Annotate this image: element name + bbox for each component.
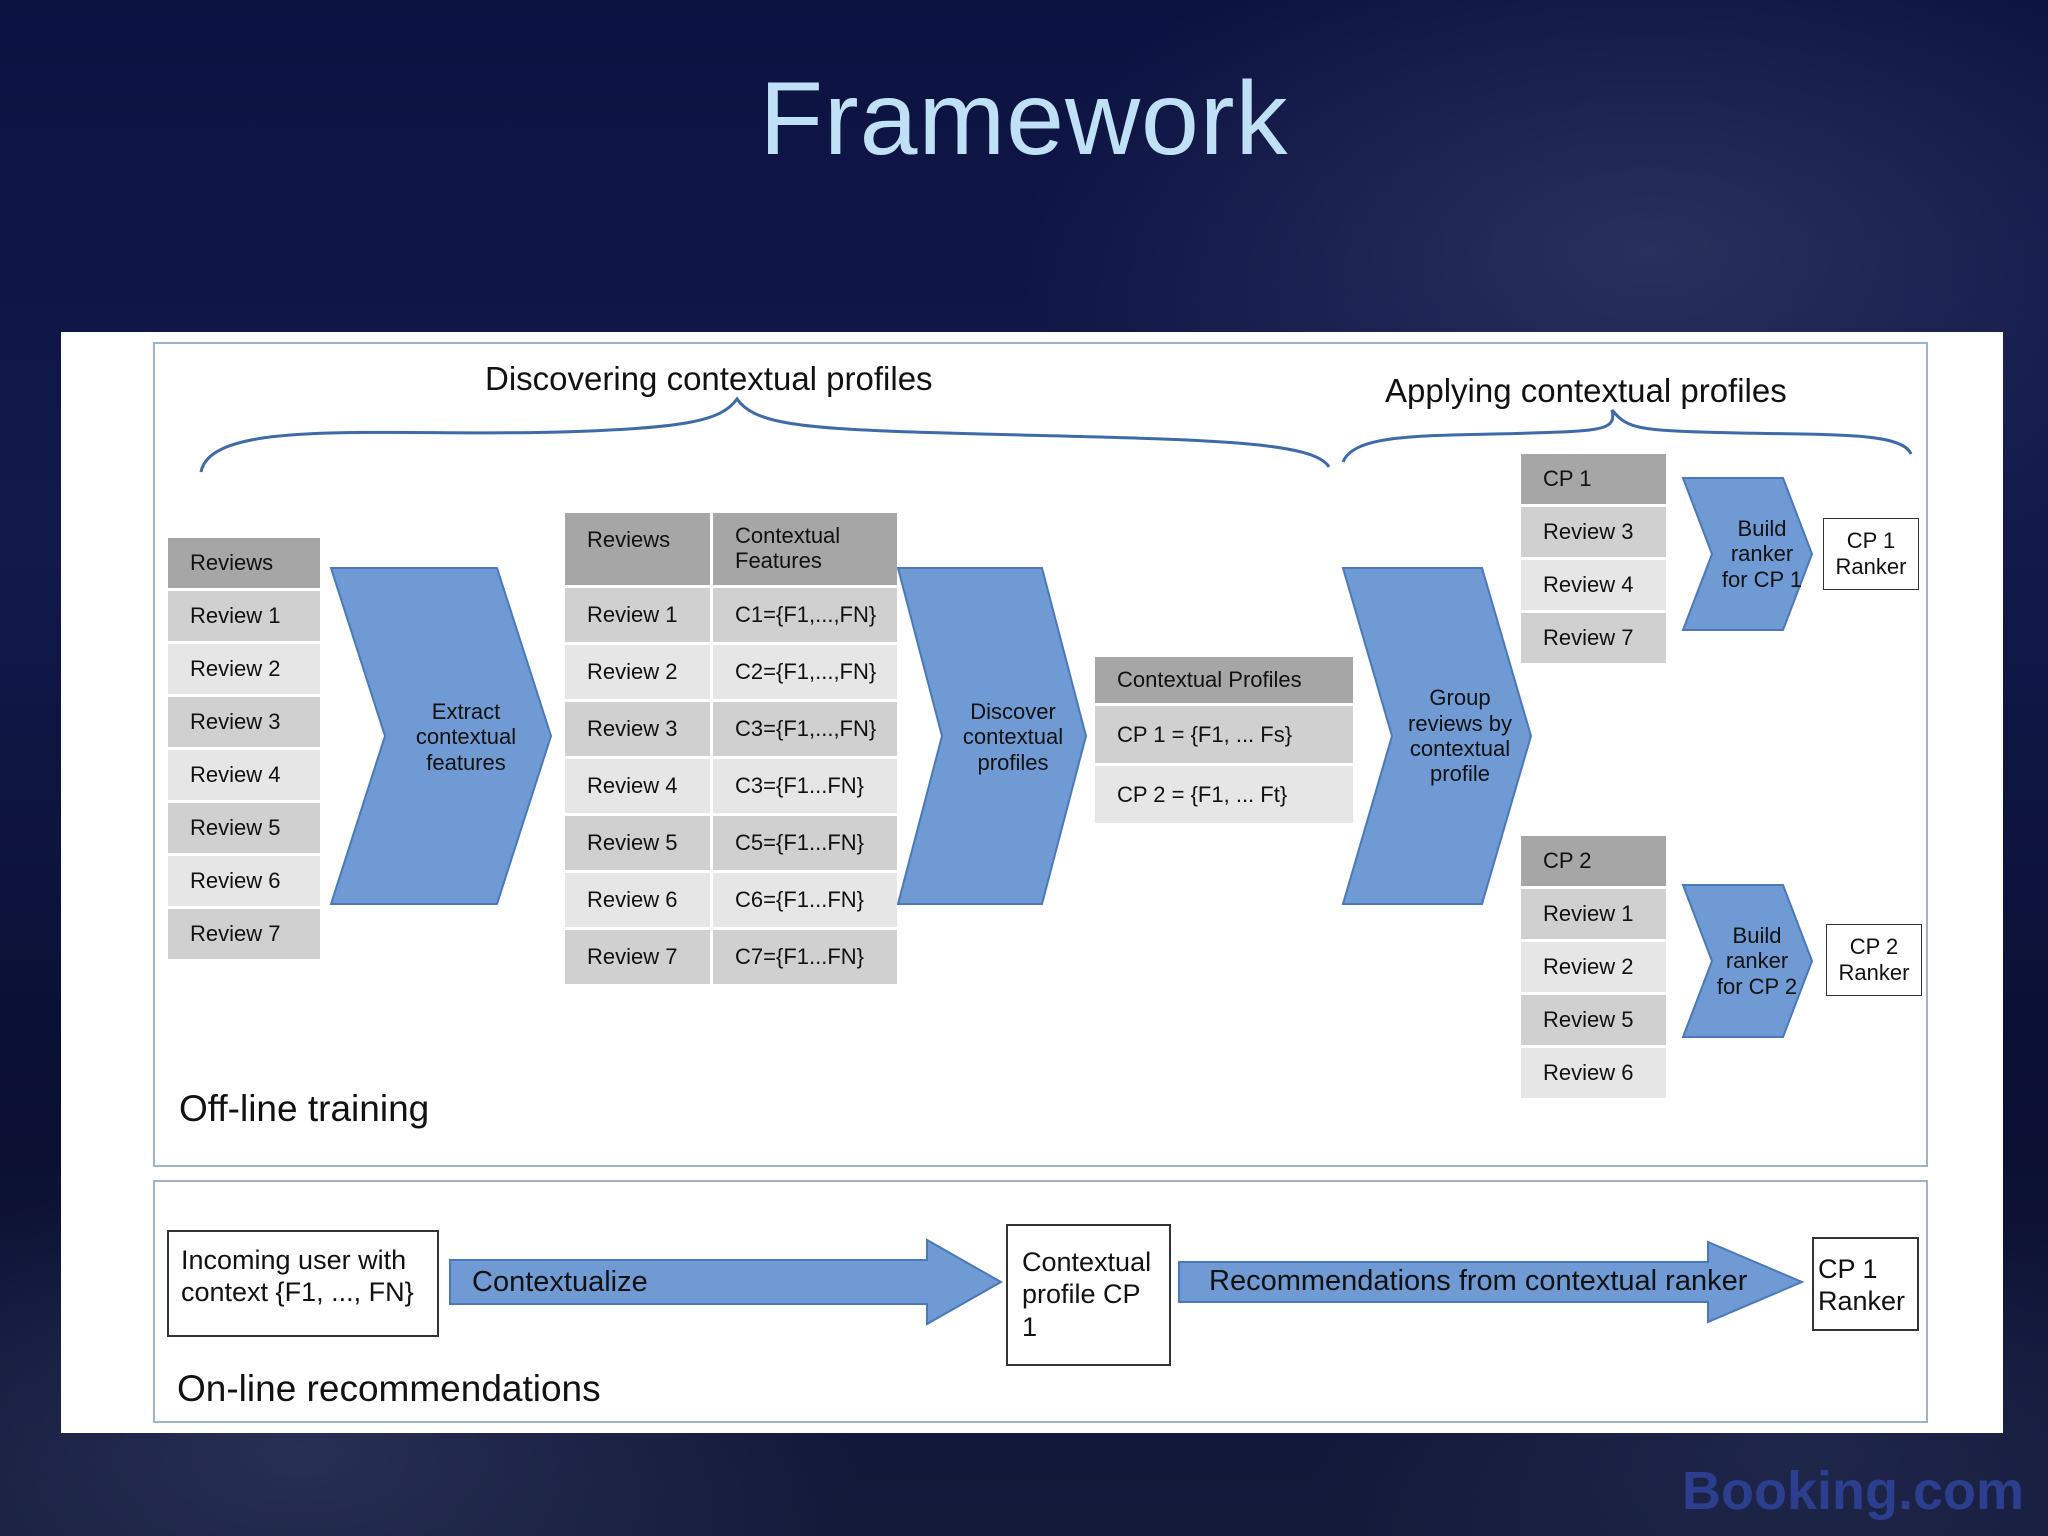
list-item: CP 2 = {F1, ... Ft} [1095, 766, 1353, 826]
online-ranker-box: CP 1 Ranker [1812, 1237, 1919, 1331]
group-label: Group reviews by contextual profile [1408, 685, 1512, 787]
contextualize-label: Contextualize [472, 1266, 648, 1298]
list-item: Review 5 [168, 803, 320, 856]
list-item: Review 5 [1521, 995, 1666, 1048]
table-cell-features: C1={F1,...,FN} [713, 588, 897, 645]
list-item: Review 6 [1521, 1048, 1666, 1101]
list-item: CP 1 = {F1, ... Fs} [1095, 706, 1353, 766]
table-cell-features: C6={F1...FN} [713, 873, 897, 930]
table-cell-review: Review 3 [565, 702, 713, 759]
arrow-contextualize [449, 1238, 1004, 1326]
recommend-label: Recommendations from contextual ranker [1209, 1265, 1748, 1297]
table-cell-features: C3={F1...FN} [713, 759, 897, 816]
online-arrows-svg [449, 1238, 1805, 1326]
table-cell-review: Review 1 [565, 588, 713, 645]
list-item: Review 4 [168, 750, 320, 803]
reviews-header: Reviews [168, 538, 320, 591]
table-header: Reviews Contextual Features [565, 513, 897, 588]
table-cell-review: Review 5 [565, 816, 713, 873]
list-item: Review 4 [1521, 560, 1666, 613]
table-cell-review: Review 7 [565, 930, 713, 987]
chevron-build-cp2 [1681, 884, 1814, 1038]
table-cell-features: C3={F1,...,FN} [713, 702, 897, 759]
chevron-extract [329, 567, 553, 905]
discover-label: Discover contextual profiles [962, 699, 1064, 775]
extract-label: Extract contextual features [415, 699, 517, 775]
chevron-build-cp1 [1681, 477, 1814, 631]
table-cell-review: Review 4 [565, 759, 713, 816]
cp2-header: CP 2 [1521, 836, 1666, 889]
arrow-recommend [1178, 1240, 1805, 1324]
profiles-header: Contextual Profiles [1095, 657, 1353, 706]
offline-label: Off-line training [179, 1088, 430, 1129]
list-item: Review 1 [168, 591, 320, 644]
list-item: Review 1 [1521, 889, 1666, 942]
chevron-group [1341, 567, 1533, 905]
brand-logo: Booking.com [1681, 1461, 2024, 1521]
cp1-header: CP 1 [1521, 454, 1666, 507]
list-item: Review 3 [168, 697, 320, 750]
list-item: Review 7 [168, 909, 320, 962]
slide-title: Framework [759, 61, 1289, 177]
reviews-list: Reviews Review 1 Review 2 Review 3 Revie… [168, 538, 320, 962]
header-features: Contextual Features [713, 513, 897, 588]
table-cell-review: Review 2 [565, 645, 713, 702]
chevrons-svg [329, 477, 1814, 1038]
list-item: Review 6 [168, 856, 320, 909]
incoming-user-text: Incoming user with context {F1, ..., FN} [181, 1245, 414, 1308]
brace-apply [1341, 409, 1913, 463]
profiles-table: Contextual Profiles CP 1 = {F1, ... Fs} … [1095, 657, 1353, 826]
contextual-profile-box: Contextual profile CP 1 [1006, 1224, 1171, 1366]
diagram-canvas: Discovering contextual profiles Applying… [61, 332, 2003, 1433]
brace-discover-label: Discovering contextual profiles [485, 360, 933, 397]
online-ranker-text: CP 1 Ranker [1818, 1254, 1906, 1317]
table-cell-features: C2={F1,...,FN} [713, 645, 897, 702]
table-cell-review: Review 6 [565, 873, 713, 930]
cp1-ranker-box: CP 1 Ranker [1823, 518, 1919, 590]
chevron-discover [896, 567, 1088, 905]
build-cp2-label: Build ranker for CP 2 [1716, 923, 1798, 999]
list-item: Review 7 [1521, 613, 1666, 666]
list-item: Review 2 [168, 644, 320, 697]
brace-apply-label: Applying contextual profiles [1385, 372, 1787, 409]
cp1-list: CP 1 Review 3 Review 4 Review 7 [1521, 454, 1666, 666]
table-cell-features: C5={F1...FN} [713, 816, 897, 873]
contextual-profile-text: Contextual profile CP 1 [1022, 1247, 1152, 1342]
online-label: On-line recommendations [177, 1368, 601, 1409]
cp2-ranker-box: CP 2 Ranker [1826, 924, 1922, 996]
table-cell-features: C7={F1...FN} [713, 930, 897, 987]
brace-svg [199, 396, 1913, 473]
list-item: Review 3 [1521, 507, 1666, 560]
incoming-user-box: Incoming user with context {F1, ..., FN} [167, 1230, 439, 1337]
build-cp1-label: Build ranker for CP 1 [1721, 516, 1803, 592]
list-item: Review 2 [1521, 942, 1666, 995]
header-reviews: Reviews [565, 513, 713, 588]
cp2-list: CP 2 Review 1 Review 2 Review 5 Review 6 [1521, 836, 1666, 1101]
brace-discover [199, 396, 1331, 473]
